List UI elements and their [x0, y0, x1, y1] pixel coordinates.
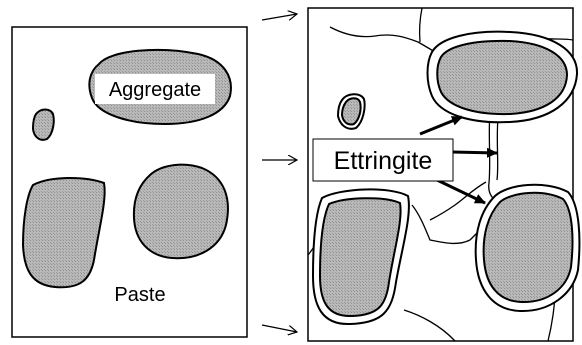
aggregate-top	[437, 41, 567, 114]
aggregate-small	[33, 110, 54, 140]
arrow-top	[262, 14, 297, 20]
aggregate-right	[134, 165, 228, 259]
aggregate-label: Aggregate	[109, 79, 201, 101]
aggregate-right-expanded	[484, 193, 573, 302]
expansion-arrows	[262, 14, 297, 332]
aggregate-small-expanded	[342, 98, 361, 124]
ettringite-label: Ettringite	[334, 147, 433, 175]
left-panel: Aggregate Paste	[12, 27, 247, 337]
paste-label: Paste	[114, 284, 165, 306]
arrow-bottom	[262, 325, 297, 332]
right-panel: Ettringite	[308, 8, 579, 341]
pointer-middle	[452, 152, 497, 153]
